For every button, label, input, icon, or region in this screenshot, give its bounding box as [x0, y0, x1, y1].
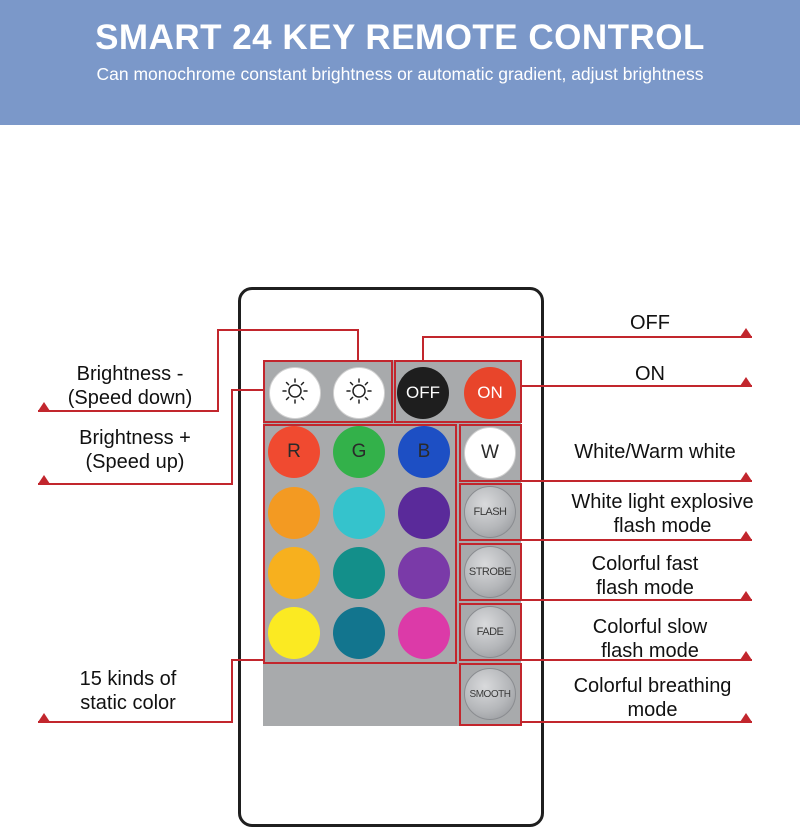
blue-button[interactable]: B [398, 426, 450, 478]
off-button-label: OFF [406, 383, 440, 402]
label-static-color: 15 kinds of static color [48, 667, 208, 715]
color-key[interactable] [398, 607, 450, 659]
label-line: Colorful breathing [573, 675, 732, 697]
strobe-key-frame [459, 543, 522, 601]
label-line: flash mode [596, 577, 694, 599]
arrowhead [740, 591, 752, 600]
banner-subtitle: Can monochrome constant brightness or au… [96, 64, 704, 84]
label-white: White/Warm white [574, 441, 736, 463]
flash-button-label: FLASH [473, 506, 507, 518]
power-frame [394, 360, 522, 423]
color-key[interactable] [398, 547, 450, 599]
color-key[interactable] [398, 487, 450, 539]
fade-button[interactable]: FADE [464, 606, 516, 658]
label-brightness-up: Brightness + (Speed up) [55, 426, 215, 474]
flash-button[interactable]: FLASH [464, 486, 516, 538]
label-line: White light explosive [571, 491, 754, 513]
leader-off [422, 336, 752, 360]
brightness-frame [263, 360, 393, 423]
arrowhead [740, 531, 752, 540]
brightness-up-button[interactable] [333, 367, 385, 419]
header-banner: SMART 24 KEY REMOTE CONTROL Can monochro… [0, 0, 800, 125]
label-line: mode [627, 699, 678, 721]
strobe-button-label: STROBE [468, 566, 512, 578]
label-line: 15 kinds of [79, 668, 177, 690]
color-key[interactable] [268, 547, 320, 599]
white-key-frame [459, 424, 522, 482]
label-brightness-down: Brightness - (Speed down) [50, 362, 210, 410]
fade-key-frame [459, 603, 522, 661]
arrowhead [740, 651, 752, 660]
smooth-button[interactable]: SMOOTH [464, 668, 516, 720]
fade-button-label: FADE [476, 626, 504, 638]
blue-button-label: B [417, 441, 431, 462]
label-line: Colorful fast [591, 553, 699, 575]
arrowhead [740, 328, 752, 337]
color-grid-frame [263, 424, 457, 664]
label-line: Colorful slow [592, 616, 708, 638]
red-button[interactable]: R [268, 426, 320, 478]
smooth-button-label: SMOOTH [469, 688, 511, 700]
label-line: flash mode [613, 515, 712, 537]
on-button[interactable]: ON [464, 367, 516, 419]
color-key[interactable] [333, 547, 385, 599]
green-button[interactable]: G [333, 426, 385, 478]
leader-lines [38, 328, 752, 723]
color-key[interactable] [268, 607, 320, 659]
label-strobe: Colorful fast flash mode [545, 552, 745, 600]
sun-outline-icon [281, 377, 309, 410]
banner-title: SMART 24 KEY REMOTE CONTROL [95, 18, 705, 57]
arrowhead [38, 713, 50, 722]
strobe-button[interactable]: STROBE [464, 546, 516, 598]
label-line: Brightness - [76, 363, 184, 385]
color-key[interactable] [333, 607, 385, 659]
sun-outline-icon [345, 377, 373, 410]
label-line: Brightness + [79, 427, 191, 449]
red-button-label: R [287, 441, 301, 462]
leader-static-color [38, 659, 263, 723]
label-line: (Speed up) [85, 451, 185, 473]
arrowhead [38, 402, 50, 411]
label-off: OFF [630, 312, 670, 334]
leader-brightness-down [38, 329, 359, 412]
white-button[interactable]: W [464, 427, 516, 479]
arrowhead [740, 713, 752, 722]
smooth-key-frame [459, 663, 522, 726]
flash-key-frame [459, 483, 522, 541]
color-key[interactable] [333, 487, 385, 539]
label-fade: Colorful slow flash mode [550, 615, 750, 663]
label-line: static color [80, 692, 176, 714]
label-smooth: Colorful breathing mode [545, 674, 760, 722]
green-button-label: G [351, 441, 367, 462]
brightness-down-button[interactable] [269, 367, 321, 419]
on-button-label: ON [477, 383, 503, 402]
label-line: (Speed down) [67, 387, 193, 409]
label-flash: White light explosive flash mode [545, 490, 780, 538]
color-key[interactable] [268, 487, 320, 539]
arrowhead [38, 475, 50, 484]
label-line: flash mode [601, 640, 699, 662]
white-button-label: W [481, 442, 499, 463]
leader-brightness-up [38, 389, 265, 485]
arrowhead [740, 472, 752, 481]
arrowhead [740, 377, 752, 386]
off-button[interactable]: OFF [397, 367, 449, 419]
label-on: ON [635, 363, 665, 385]
